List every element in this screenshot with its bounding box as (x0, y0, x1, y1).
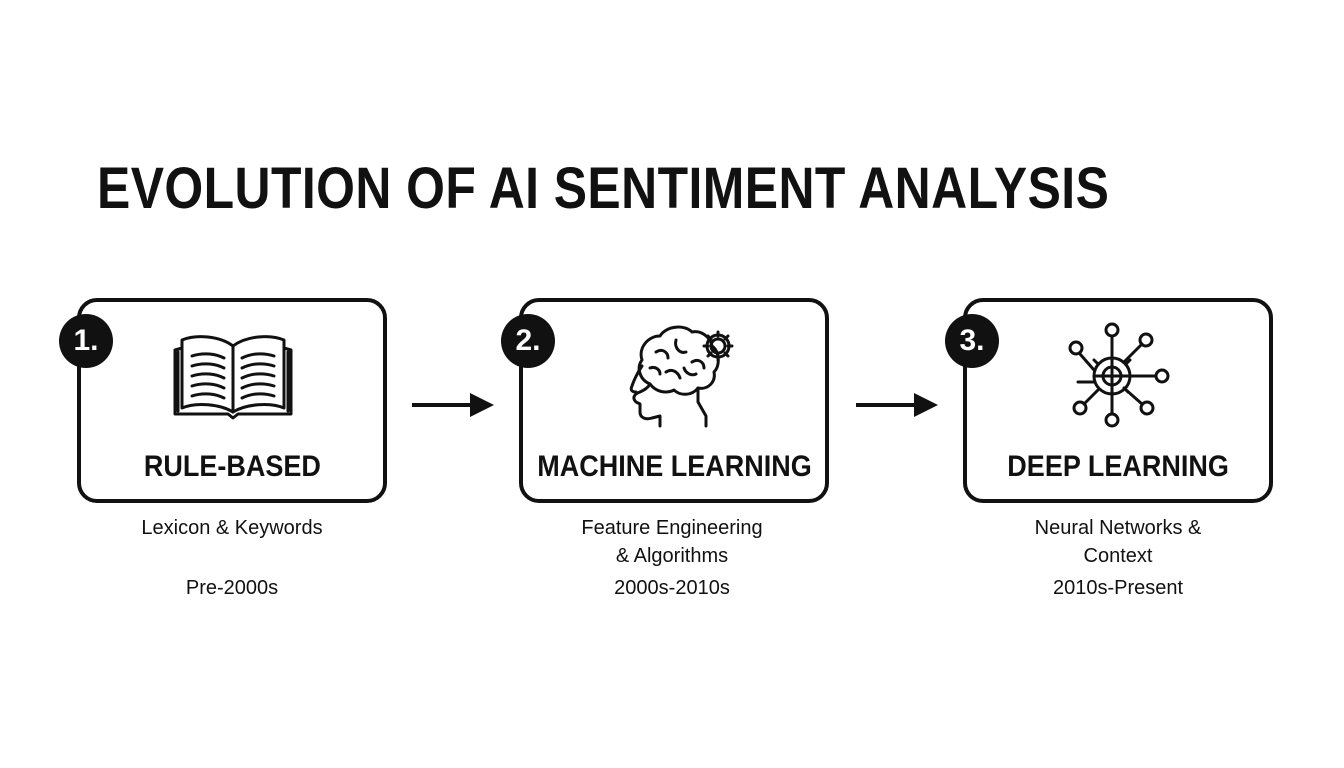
arrow-right-icon (856, 393, 938, 417)
stage-era: 2000s-2010s (614, 577, 730, 599)
stage-number-badge: 1. (59, 314, 113, 368)
stage-number-badge: 3. (945, 314, 999, 368)
stage-title: MACHINE LEARNING (536, 450, 812, 483)
stage-number-badge: 2. (501, 314, 555, 368)
brain-gear-icon (629, 325, 734, 428)
stage-description: Feature Engineering & Algorithms (581, 517, 763, 567)
stage-description: Neural Networks & Context (1034, 517, 1202, 567)
neural-network-icon (1068, 322, 1170, 428)
stage-card-machine-learning (519, 298, 829, 503)
stage-description: Lexicon & Keywords (141, 517, 323, 539)
arrow-right-icon (412, 393, 494, 417)
stage-era: 2010s-Present (1052, 577, 1184, 599)
open-book-icon (173, 335, 293, 420)
stage-era: Pre-2000s (185, 577, 279, 599)
page-title: EVOLUTION OF AI SENTIMENT ANALYSIS (97, 156, 1110, 221)
stage-title: DEEP LEARNING (1007, 450, 1229, 483)
stage-title: RULE-BASED (143, 450, 321, 483)
